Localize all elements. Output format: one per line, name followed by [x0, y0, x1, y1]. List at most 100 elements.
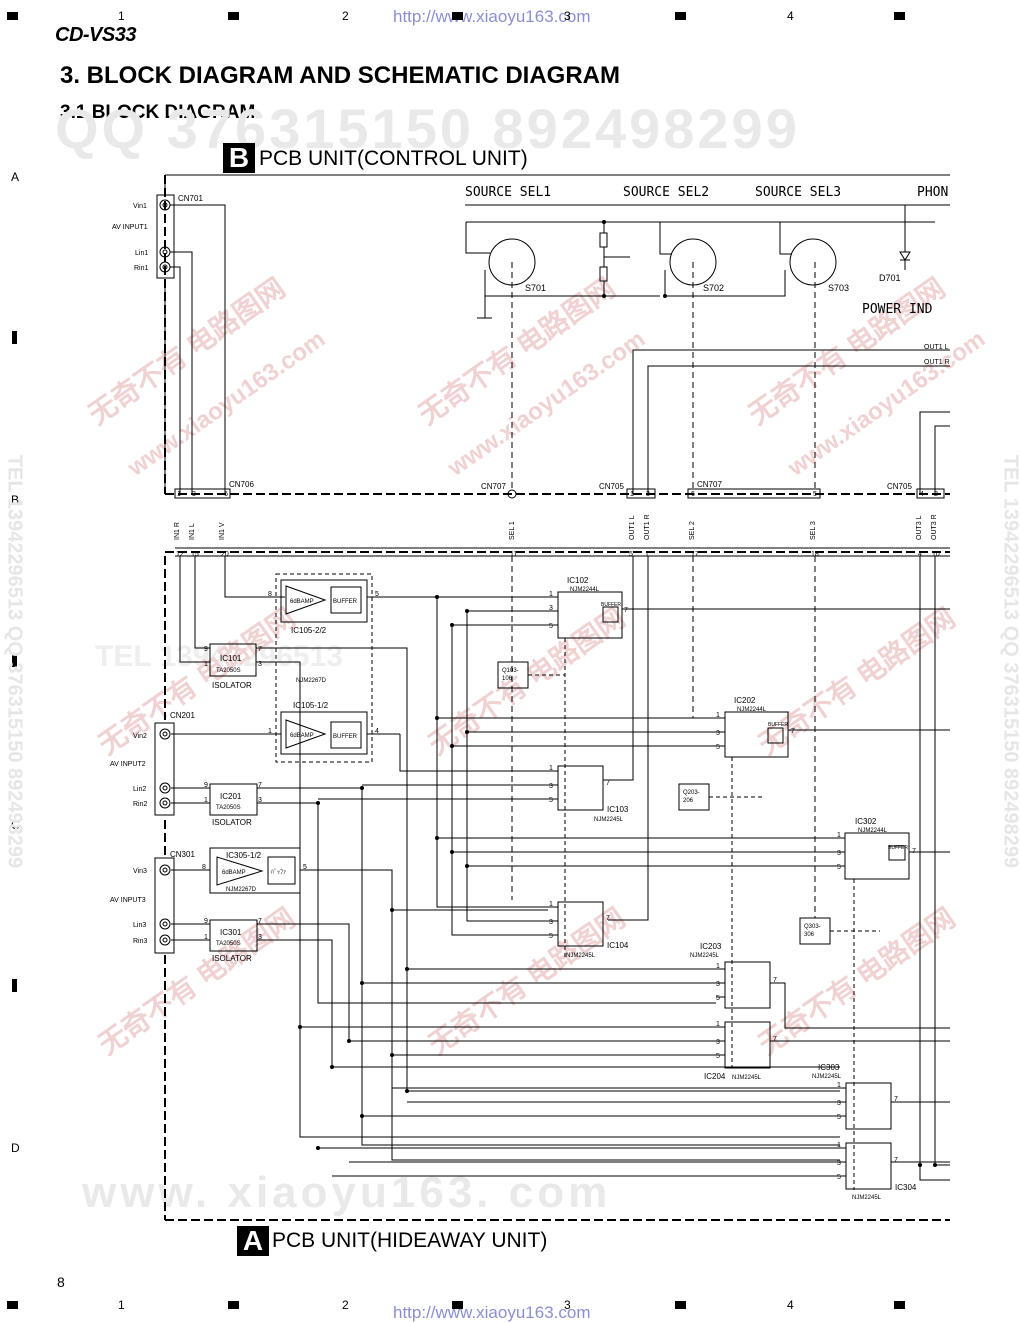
label-ic305-part: NJM2267D [226, 887, 257, 893]
label-amp-3: 6dBAMP [222, 870, 246, 876]
svg-text:3: 3 [549, 919, 553, 926]
label-ic302: IC302 [855, 817, 877, 826]
label-ic101: IC101 [220, 654, 242, 663]
svg-text:3: 3 [549, 783, 553, 790]
label-cn707-a: CN707 [481, 482, 506, 491]
svg-text:3: 3 [258, 934, 262, 941]
label-lin1: Lin1 [135, 250, 148, 257]
label-ic201-part: TA2050S [216, 805, 241, 811]
label-ic201: IC201 [220, 792, 242, 801]
svg-text:17: 17 [691, 551, 699, 558]
label-ic301-part: TA2050S [216, 941, 241, 947]
label-ic103-part: NJM2245L [594, 817, 624, 823]
label-ic305-12: IC305-1/2 [226, 851, 262, 860]
svg-text:1: 1 [549, 765, 553, 772]
svg-text:6: 6 [224, 491, 228, 498]
svg-text:4: 4 [920, 491, 924, 498]
svg-text:7: 7 [773, 1036, 777, 1043]
svg-text:1: 1 [204, 661, 208, 668]
label-q103: Q103-106 [502, 668, 519, 682]
label-source-sel1: SOURCE SEL1 [465, 185, 551, 200]
label-buffer-3: ﾊﾞｯﾌｧ [271, 869, 286, 876]
label-out1-l: OUT1 L [924, 344, 949, 351]
svg-text:1: 1 [204, 797, 208, 804]
svg-text:20: 20 [221, 551, 229, 558]
label-cn701: CN701 [178, 194, 203, 203]
label-in1-r: IN1 R [174, 522, 181, 540]
label-amp-2: 6dBAMP [290, 733, 314, 739]
svg-text:3: 3 [258, 797, 262, 804]
label-buffer-1: BUFFER [333, 599, 358, 605]
label-av-input3: AV INPUT3 [110, 897, 146, 904]
svg-text:7: 7 [606, 780, 610, 787]
label-buffer-ic202: BUFFER [768, 722, 788, 728]
label-q203: Q203-206 [683, 790, 700, 804]
label-ic105-part: NJM2267D [296, 678, 327, 684]
label-buffer-ic302: BUFFER [888, 845, 908, 851]
svg-text:7: 7 [258, 646, 262, 653]
svg-text:5: 5 [837, 1174, 841, 1181]
svg-text:7: 7 [258, 918, 262, 925]
label-ic105-12: IC105-1/2 [293, 701, 329, 710]
svg-text:7: 7 [894, 1157, 898, 1164]
svg-text:1: 1 [268, 728, 272, 735]
svg-text:3: 3 [837, 1160, 841, 1167]
svg-text:3: 3 [837, 850, 841, 857]
label-d701: D701 [879, 273, 901, 283]
label-in1-l: IN1 L [189, 523, 196, 540]
label-ic204-part: NJM2245L [732, 1075, 762, 1081]
label-s702: S702 [703, 283, 724, 293]
label-isolator-3: ISOLATOR [212, 954, 252, 963]
label-out1-r-v: OUT1 R [644, 514, 651, 540]
label-amp-1: 6dBAMP [290, 599, 314, 605]
label-cn201: CN201 [170, 711, 195, 720]
svg-text:5: 5 [549, 797, 553, 804]
svg-text:7: 7 [791, 728, 795, 735]
svg-text:4: 4 [375, 728, 379, 735]
label-buffer-ic102: BUFFER [601, 602, 621, 608]
label-ic303: IC303 [818, 1063, 840, 1072]
svg-text:2: 2 [934, 491, 938, 498]
svg-text:1: 1 [630, 491, 634, 498]
svg-text:1: 1 [645, 551, 649, 558]
svg-text:7: 7 [912, 848, 916, 855]
svg-text:7: 7 [773, 977, 777, 984]
svg-text:5: 5 [837, 864, 841, 871]
label-out1-l-v: OUT1 L [629, 515, 636, 540]
svg-text:1: 1 [549, 591, 553, 598]
svg-text:3: 3 [837, 1100, 841, 1107]
svg-text:3: 3 [716, 1039, 720, 1046]
label-out1-r: OUT1 R [924, 359, 950, 366]
svg-text:3: 3 [258, 661, 262, 668]
label-cn706: CN706 [229, 480, 254, 489]
svg-text:5: 5 [716, 995, 720, 1002]
svg-text:5: 5 [549, 933, 553, 940]
svg-text:1: 1 [204, 934, 208, 941]
label-source-sel3: SOURCE SEL3 [755, 185, 841, 200]
label-cn705-a: CN705 [599, 482, 624, 491]
label-ic101-part: TA2050S [216, 668, 241, 674]
label-s703: S703 [828, 283, 849, 293]
svg-text:3: 3 [716, 981, 720, 988]
label-rin1: Rin1 [134, 265, 149, 272]
label-ic203-part: NJM2245L [690, 953, 720, 959]
svg-text:5: 5 [549, 623, 553, 630]
svg-text:7: 7 [606, 915, 610, 922]
label-in1-v: IN1 V [219, 522, 226, 540]
svg-text:1: 1 [177, 491, 181, 498]
svg-text:7: 7 [258, 782, 262, 789]
label-vin2: Vin2 [133, 733, 147, 740]
svg-text:9: 9 [204, 918, 208, 925]
label-ic301: IC301 [220, 928, 242, 937]
svg-text:3: 3 [549, 605, 553, 612]
svg-text:8: 8 [268, 591, 272, 598]
label-ic203: IC203 [700, 942, 722, 951]
label-ic104: IC104 [607, 941, 629, 950]
label-power-ind: POWER IND [862, 302, 933, 317]
label-sel2: SEL 2 [689, 521, 696, 540]
label-ic202: IC202 [734, 696, 756, 705]
svg-text:15: 15 [191, 551, 199, 558]
label-ic303-part: NJM2245L [812, 1074, 842, 1080]
label-cn301: CN301 [170, 850, 195, 859]
svg-text:5: 5 [716, 744, 720, 751]
